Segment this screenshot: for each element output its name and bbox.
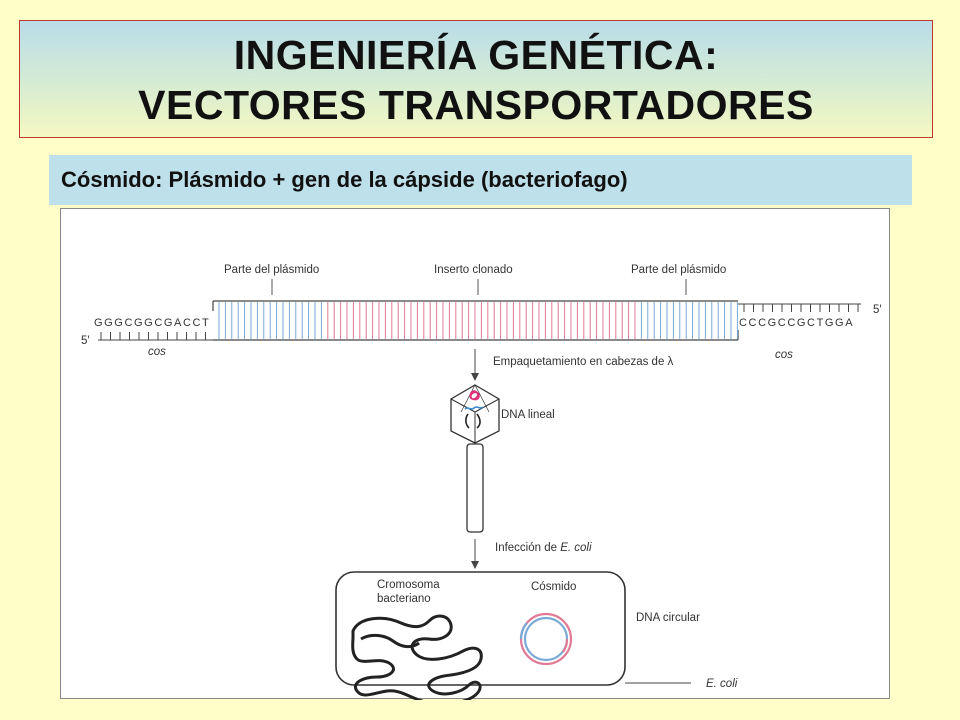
lambda-phage: [450, 384, 500, 533]
cosmid-diagram: Parte del plásmido Inserto clonado Parte…: [60, 208, 890, 700]
cos-right-label: cos: [775, 349, 793, 361]
step-infection-species: E. coli: [560, 542, 592, 554]
step-infection-prefix: Infección de: [495, 542, 560, 554]
prime-right: 5′: [873, 304, 882, 316]
arrow-infection-head: [471, 561, 479, 569]
subtitle-banner: Cósmido: Plásmido + gen de la cápside (b…: [49, 155, 912, 205]
label-plasmid-right: Parte del plásmido: [631, 264, 726, 276]
title-line-2: VECTORES TRANSPORTADORES: [138, 82, 814, 128]
label-ecoli: E. coli: [706, 678, 738, 690]
sequence-right: CCCGCCGCTGGA: [739, 317, 854, 329]
dna-base-pairs: [218, 302, 738, 339]
cos-left-ticks: [100, 332, 206, 340]
arrow-packaging-head: [471, 373, 479, 381]
label-cosmid: Cósmido: [531, 581, 576, 593]
bacterial-chromosome: [351, 614, 483, 700]
title-banner: INGENIERÍA GENÉTICA: VECTORES TRANSPORTA…: [19, 20, 933, 138]
label-dna-circular: DNA circular: [636, 612, 700, 624]
label-insert: Inserto clonado: [434, 264, 513, 276]
step-infection: Infección de E. coli: [495, 542, 592, 554]
linear-dna: [212, 300, 739, 341]
step-packaging: Empaquetamiento en cabezas de λ: [493, 356, 674, 368]
prime-left: 5′: [81, 335, 90, 347]
cos-left-label: cos: [148, 346, 166, 358]
title-line-1: INGENIERÍA GENÉTICA:: [233, 32, 719, 78]
cos-right-ticks: [743, 304, 859, 312]
label-plasmid-left: Parte del plásmido: [224, 264, 319, 276]
label-chromosome-1: Cromosoma: [377, 579, 440, 591]
label-chromosome-2: bacteriano: [377, 593, 431, 605]
cosmid-diagram-svg: Parte del plásmido Inserto clonado Parte…: [81, 264, 882, 700]
sequence-left: GGGCGGCGACCT: [94, 317, 210, 329]
label-dna-lineal: DNA lineal: [501, 409, 555, 421]
